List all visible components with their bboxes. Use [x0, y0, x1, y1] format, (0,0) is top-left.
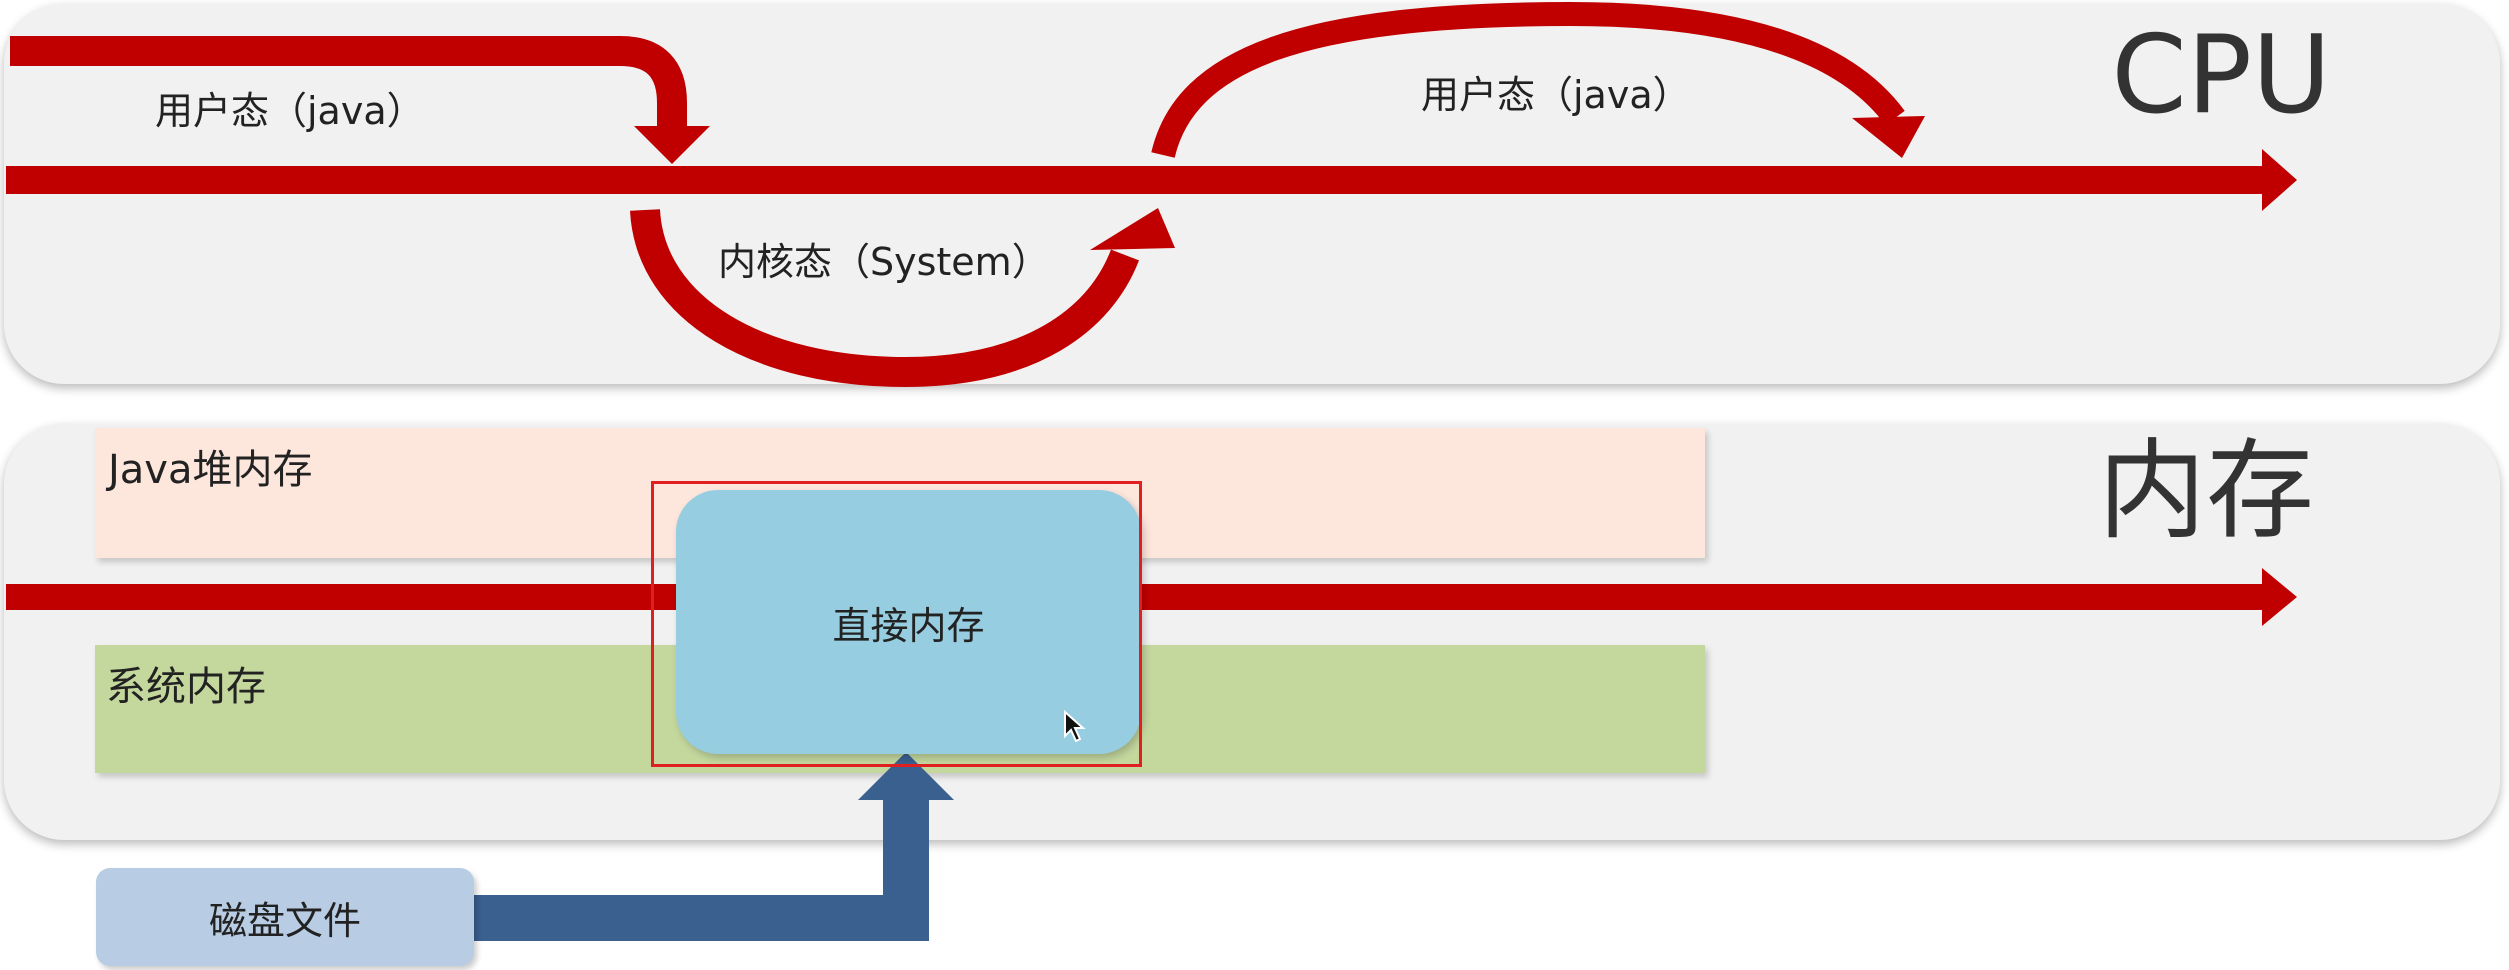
- kernel-mode-label: 内核态（System）: [718, 240, 1050, 284]
- java-heap-label: Java堆内存: [108, 447, 313, 493]
- direct-memory-box: 直接内存: [676, 490, 1141, 754]
- disk-file-box: 磁盘文件: [96, 868, 474, 966]
- direct-memory-highlight-frame: [651, 481, 1142, 767]
- disk-file-label: 磁盘文件: [208, 898, 361, 943]
- kernel-mode-arrow: [630, 208, 1175, 388]
- memory-title: 内存: [2097, 429, 2314, 554]
- return-user-mode-arrow: [1151, 1, 1925, 158]
- cpu-title: CPU: [2111, 13, 2331, 138]
- cpu-timeline-arrow: [6, 149, 2297, 211]
- system-memory-label: 系统内存: [106, 664, 266, 710]
- user-to-kernel-arrow: [10, 36, 710, 164]
- user-mode-label-1: 用户态（java）: [155, 89, 425, 133]
- memory-timeline-arrow: [6, 568, 2297, 626]
- direct-memory-label: 直接内存: [832, 603, 985, 648]
- mouse-cursor-icon: [1064, 710, 1086, 743]
- user-mode-label-2: 用户态（java）: [1421, 73, 1691, 117]
- disk-to-direct-memory-arrow: [474, 752, 954, 941]
